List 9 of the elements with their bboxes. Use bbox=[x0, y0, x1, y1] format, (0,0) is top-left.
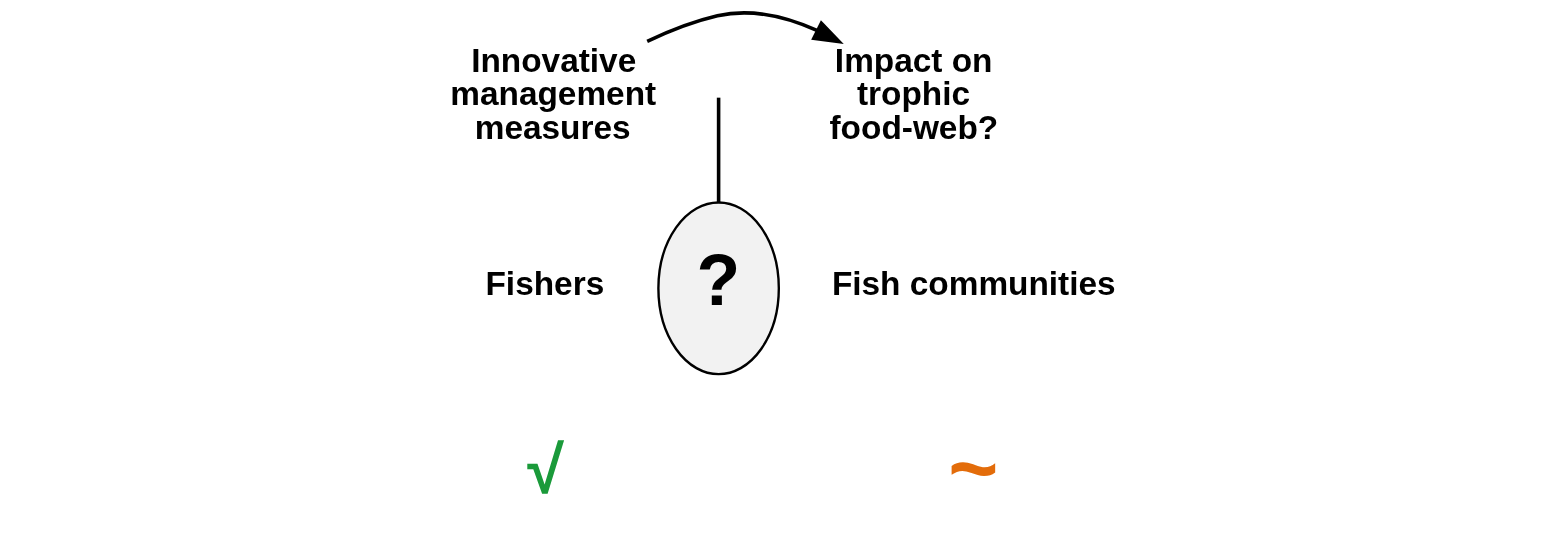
label: ~ bbox=[948, 419, 999, 516]
arrow bbox=[646, 11, 844, 44]
node-text: Innovative management measures bbox=[450, 41, 657, 146]
label: Fishers bbox=[485, 265, 605, 303]
connector bbox=[716, 97, 721, 203]
label: Fish communities bbox=[831, 265, 1116, 303]
label: √ bbox=[527, 432, 564, 507]
node-text: Impact on trophic food-web? bbox=[829, 41, 999, 146]
node-ellipse: ? bbox=[657, 201, 781, 376]
